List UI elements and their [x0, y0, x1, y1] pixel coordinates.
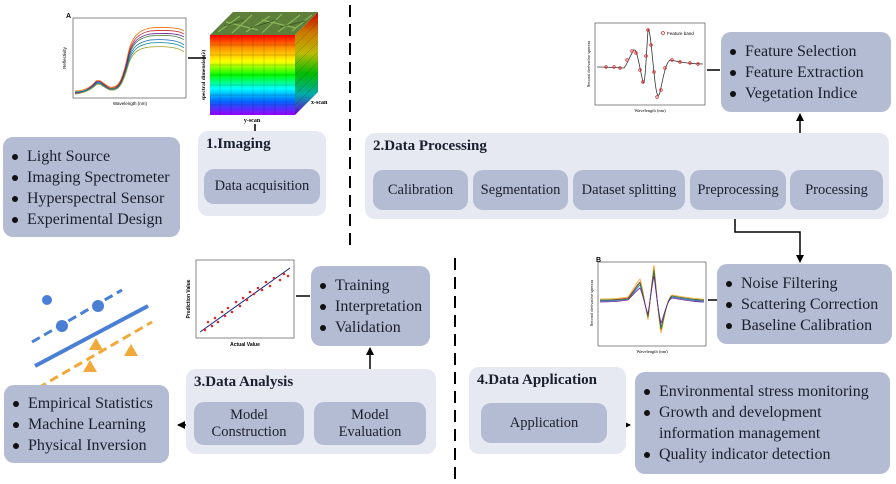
bullet-noise-filtering: Noise Filtering	[721, 273, 878, 294]
application-panel: 4.Data Application Application	[469, 367, 626, 454]
hyperspectral-cube	[210, 12, 319, 115]
imaging-title: 1.Imaging	[206, 136, 271, 152]
imaging-bullets: Light Source Imaging Spectrometer Hypers…	[7, 146, 170, 230]
reflectance-chart-label: A	[66, 13, 71, 20]
preprocess-chart-label: B	[596, 257, 601, 264]
reflectance-chart	[72, 17, 187, 99]
model-construction-box: Model Construction	[194, 402, 304, 445]
bullet-light-source: Light Source	[7, 146, 170, 167]
bullet-interpretation: Interpretation	[315, 296, 422, 317]
bullet-machine-learning: Machine Learning	[8, 414, 153, 435]
processing-box: Processing	[790, 170, 883, 210]
feature-chart-legend: Feature band	[667, 31, 694, 36]
evaluation-bullets: Training Interpretation Validation	[315, 275, 422, 338]
bullet-validation: Validation	[315, 317, 422, 338]
preprocess-bullets: Noise Filtering Scattering Correction Ba…	[721, 273, 878, 336]
dataset-splitting-box: Dataset splitting	[573, 170, 685, 210]
cube-axis-spectral: spectral dimension(λ)	[200, 50, 207, 101]
feature-methods-box: Feature Selection Feature Extraction Veg…	[721, 32, 891, 112]
bullet-environmental-stress: Environmental stress monitoring	[639, 381, 886, 402]
reflectance-curves	[74, 27, 185, 95]
bullet-baseline-calibration: Baseline Calibration	[721, 315, 878, 336]
feature-chart-xlabel: Wavelength (nm)	[634, 108, 666, 113]
calibration-box: Calibration	[373, 170, 468, 210]
cube-axis-x: x-scan	[311, 100, 328, 106]
feature-bullets: Feature Selection Feature Extraction Veg…	[725, 41, 864, 104]
bullet-experimental-design: Experimental Design	[7, 209, 170, 230]
method-bullets: Empirical Statistics Machine Learning Ph…	[8, 393, 153, 456]
reflectance-chart-ylabel: Reflectivity	[62, 46, 67, 69]
processing-panel: 2.Data Processing Calibration Segmentati…	[365, 133, 889, 219]
feature-chart-ylabel: Second derivative spectra	[586, 41, 591, 87]
reflectance-chart-xlabel: Wavelength (nm)	[113, 101, 148, 106]
bullet-hyperspectral-sensor: Hyperspectral Sensor	[7, 188, 170, 209]
analysis-methods-box: Empirical Statistics Machine Learning Ph…	[4, 385, 169, 463]
prediction-scatter-chart	[195, 259, 295, 339]
preprocessing-box: Preprocessing	[690, 170, 786, 210]
bullet-feature-selection: Feature Selection	[725, 41, 864, 62]
preprocess-chart	[597, 261, 707, 347]
imaging-requirements-box: Light Source Imaging Spectrometer Hypers…	[3, 137, 180, 237]
bullet-empirical-statistics: Empirical Statistics	[8, 393, 153, 414]
preprocess-methods-box: Noise Filtering Scattering Correction Ba…	[717, 264, 892, 344]
bullet-quality-indicator: Quality indicator detection	[639, 444, 886, 465]
analysis-title: 3.Data Analysis	[194, 374, 294, 390]
application-title: 4.Data Application	[477, 372, 598, 388]
segmentation-box: Segmentation	[473, 170, 568, 210]
application-box: Application	[481, 403, 607, 443]
evaluation-methods-box: Training Interpretation Validation	[311, 266, 430, 346]
feature-band-chart	[594, 22, 706, 106]
bullet-physical-inversion: Physical Inversion	[8, 435, 153, 456]
analysis-panel: 3.Data Analysis Model Construction Model…	[186, 369, 436, 454]
bullet-imaging-spectrometer: Imaging Spectrometer	[7, 167, 170, 188]
processing-title: 2.Data Processing	[373, 138, 487, 154]
model-evaluation-box: Model Evaluation	[314, 402, 426, 445]
cube-axis-y: y-scan	[244, 118, 261, 124]
feature-curve	[596, 29, 704, 96]
imaging-panel: 1.Imaging Data acquisition	[198, 131, 326, 216]
application-bullets: Environmental stress monitoring Growth a…	[639, 381, 886, 465]
ml-illustration	[31, 288, 153, 390]
scatter-xlabel: Actual Value	[230, 342, 260, 348]
bullet-feature-extraction: Feature Extraction	[725, 62, 864, 83]
application-uses-box: Environmental stress monitoring Growth a…	[635, 372, 890, 474]
bullet-growth-development: Growth and development information manag…	[639, 402, 886, 444]
bullet-training: Training	[315, 275, 422, 296]
preprocess-chart-ylabel: Second derivative spectra	[589, 280, 594, 326]
bullet-scattering-correction: Scattering Correction	[721, 294, 878, 315]
bullet-vegetation-indice: Vegetation Indice	[725, 83, 864, 104]
scatter-ylabel: Prediction Value	[186, 279, 192, 318]
preprocess-chart-xlabel: Wavelength (nm)	[636, 349, 668, 354]
data-acquisition-box: Data acquisition	[204, 169, 320, 204]
